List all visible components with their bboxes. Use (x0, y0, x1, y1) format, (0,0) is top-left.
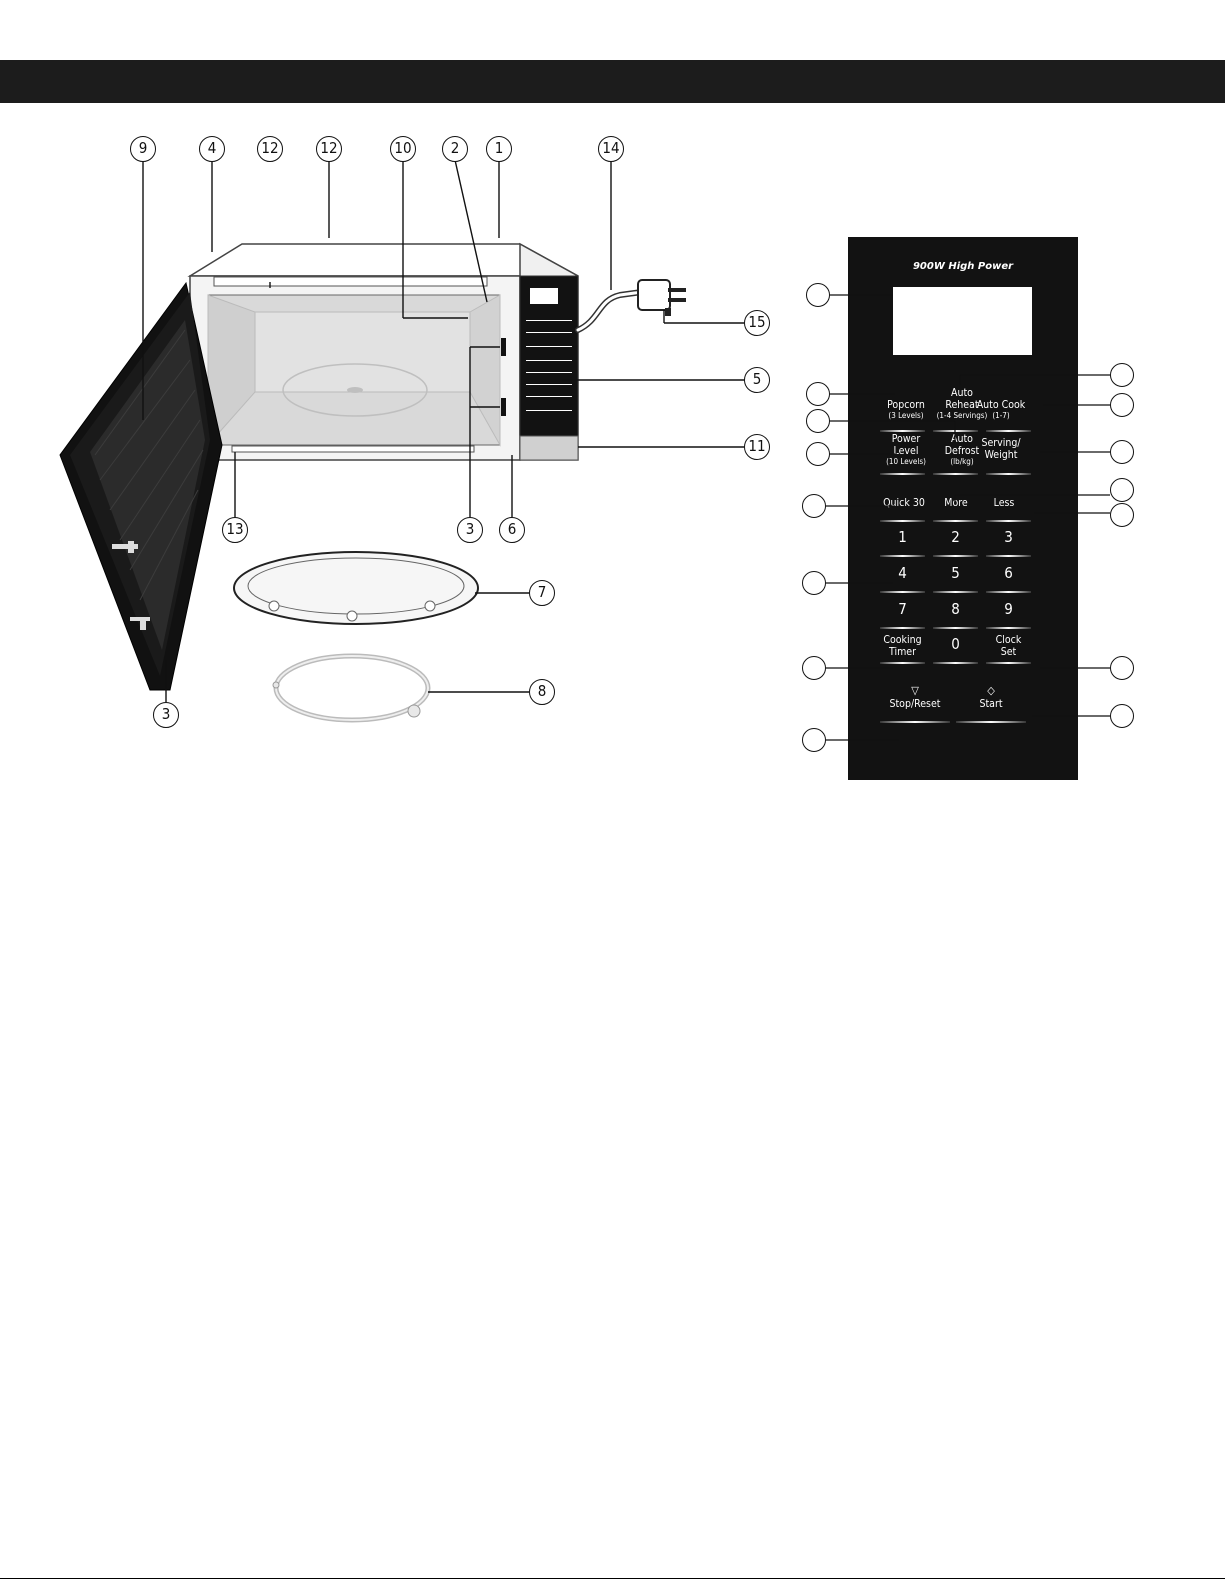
panel-callout-auto-cook (1110, 393, 1134, 417)
panel-callout-clock-set (1110, 656, 1134, 680)
panel-callout-less (1110, 503, 1134, 527)
panel-callout-cooking-timer (802, 656, 826, 680)
panel-callout-more (1110, 478, 1134, 502)
panel-callout-display (806, 283, 830, 307)
panel-callout-auto-defrost (806, 409, 830, 433)
panel-callout-auto-reheat (1110, 363, 1134, 387)
panel-callout-popcorn (806, 382, 830, 406)
panel-callout-quick-30 (802, 494, 826, 518)
panel-callout-serving-weight (1110, 440, 1134, 464)
panel-callout-number-pad (802, 571, 826, 595)
panel-callout-power-level (806, 442, 830, 466)
panel-leader-lines (0, 0, 1225, 800)
panel-callout-start (1110, 704, 1134, 728)
panel-callout-stop-reset (802, 728, 826, 752)
footer-rule (0, 1578, 1225, 1579)
